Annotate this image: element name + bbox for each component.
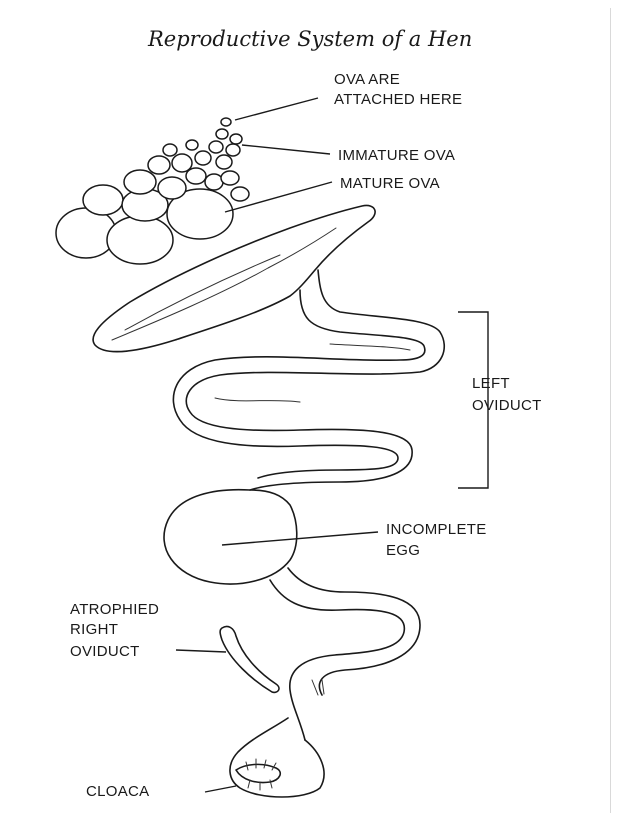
left-oviduct [173, 270, 444, 490]
atrophied-right-oviduct [220, 626, 279, 692]
immature-ovum [186, 140, 198, 150]
lower-oviduct-inner [288, 568, 420, 695]
cloaca-outline [230, 718, 324, 797]
immature-ovum [186, 168, 206, 184]
uterus [164, 490, 420, 740]
immature-ovum [158, 177, 186, 199]
immature-ovum [163, 144, 177, 156]
immature-ovum [148, 156, 170, 174]
oviduct-texture [330, 344, 410, 350]
immature-ovum [216, 129, 228, 139]
vent-folds [246, 759, 276, 790]
pointer-cloaca [205, 786, 236, 792]
pointer-incomplete-egg [222, 532, 378, 545]
immature-ovum [230, 134, 242, 144]
label-incomplete-egg-line2: EGG [386, 542, 420, 559]
ovary-cluster [56, 118, 249, 264]
immature-ovum [172, 154, 192, 172]
label-cloaca: CLOACA [86, 783, 150, 800]
oviduct-inner-wall [173, 290, 424, 478]
immature-ovum [221, 118, 231, 126]
label-right-oviduct-line2: RIGHT [70, 621, 118, 638]
label-right-oviduct-line3: OVIDUCT [70, 643, 140, 660]
immature-ovum [205, 174, 223, 190]
mature-ovum [107, 216, 173, 264]
lower-oviduct-outer [270, 580, 404, 740]
label-ova-attached-line1: OVA ARE [334, 71, 400, 88]
duct-folds [312, 680, 324, 695]
right-oviduct-outline [220, 626, 279, 692]
infundibulum-fold [125, 255, 280, 330]
immature-ovum [221, 171, 239, 185]
pointer-ova-attached [235, 98, 318, 120]
immature-ovum [124, 170, 156, 194]
immature-ovum [226, 144, 240, 156]
immature-ovum [216, 155, 232, 169]
label-left-oviduct-line2: OVIDUCT [472, 397, 542, 414]
immature-ovum [209, 141, 223, 153]
label-mature-ova: MATURE OVA [340, 175, 440, 192]
label-immature-ova: IMMATURE OVA [338, 147, 455, 164]
oviduct-outer-wall [186, 270, 444, 490]
diagram-title: Reproductive System of a Hen [147, 27, 472, 51]
immature-ovum [231, 187, 249, 201]
label-left-oviduct-line1: LEFT [472, 375, 510, 392]
label-right-oviduct-line1: ATROPHIED [70, 601, 159, 618]
pointer-immature-ova [242, 145, 330, 154]
pointer-right-oviduct [176, 650, 226, 652]
label-ova-attached-line2: ATTACHED HERE [334, 91, 462, 108]
immature-ovum [195, 151, 211, 165]
oviduct-texture [215, 398, 300, 402]
mature-ovum [83, 185, 123, 215]
incomplete-egg-outline [164, 490, 297, 584]
cloaca [230, 718, 324, 797]
mature-ovum [56, 208, 116, 258]
label-incomplete-egg-line1: INCOMPLETE [386, 521, 487, 538]
